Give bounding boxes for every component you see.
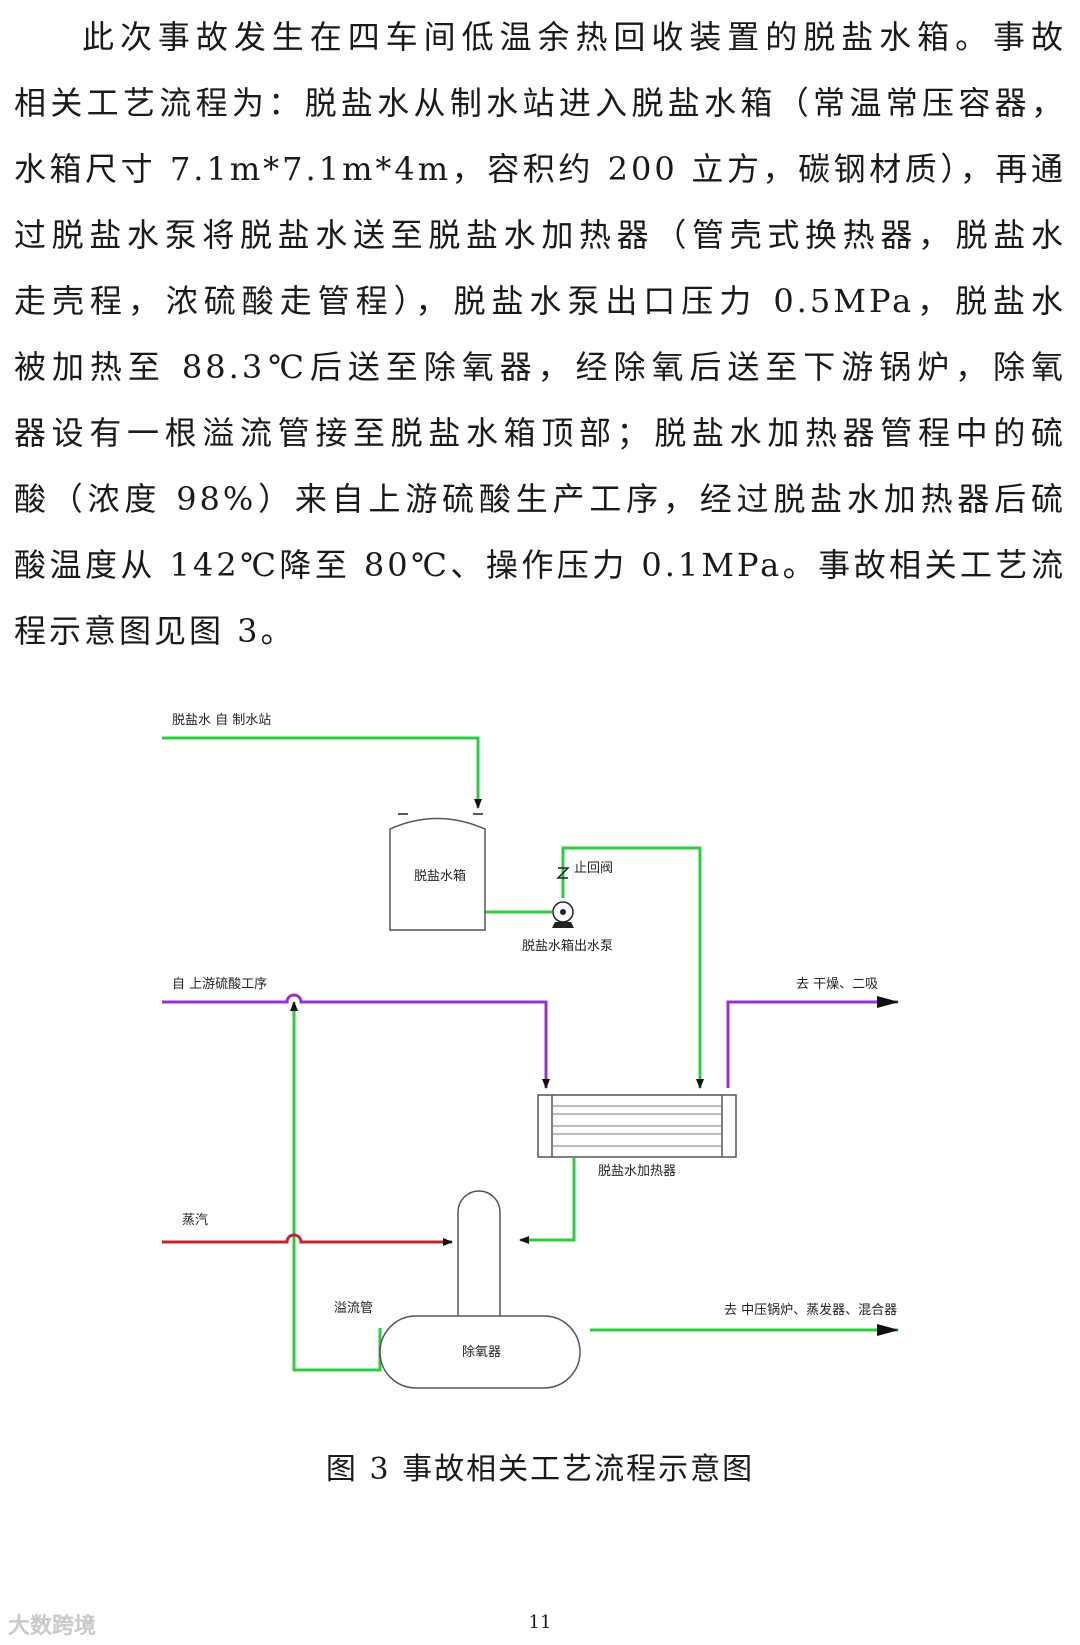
label-overflow: 溢流管 <box>334 1301 373 1316</box>
figure-caption: 图 3 事故相关工艺流程示意图 <box>325 1452 755 1487</box>
paragraph-line: 过脱盐水泵将脱盐水送至脱盐水加热器（管壳式换热器，脱盐水 <box>14 216 1066 254</box>
label-to-drying: 去 干燥、二吸 <box>796 977 878 992</box>
paragraph-line: 此次事故发生在四车间低温余热回收装置的脱盐水箱。事故 <box>82 18 1066 56</box>
page-number: 11 <box>528 1612 552 1633</box>
paragraph-line: 走壳程，浓硫酸走管程），脱盐水泵出口压力 0.5MPa，脱盐水 <box>14 282 1066 320</box>
check-valve-icon <box>556 867 570 879</box>
label-water-tank: 脱盐水箱 <box>414 868 466 884</box>
pump-icon <box>552 901 574 928</box>
pipe-pump-to-heater <box>561 846 704 1089</box>
label-tank-pump: 脱盐水箱出水泵 <box>522 938 613 954</box>
paragraph-line: 相关工艺流程为：脱盐水从制水站进入脱盐水箱（常温常压容器， <box>14 84 1066 122</box>
label-from-acid: 自 上游硫酸工序 <box>172 977 267 992</box>
body-paragraph: 此次事故发生在四车间低温余热回收装置的脱盐水箱。事故 相关工艺流程为：脱盐水从制… <box>14 4 1066 664</box>
label-from-water-station: 脱盐水 自 制水站 <box>172 713 271 728</box>
watermark: 大数跨境 <box>8 1614 97 1639</box>
paragraph-line: 程示意图见图 3。 <box>14 612 296 650</box>
label-check-valve: 止回阀 <box>574 861 613 876</box>
pipe-acid-inlet <box>162 993 550 1089</box>
paragraph-line: 水箱尺寸 7.1m*7.1m*4m，容积约 200 立方，碳钢材质），再通 <box>14 150 1066 188</box>
paragraph-line: 酸（浓度 98%）来自上游硫酸生产工序，经过脱盐水加热器后硫 <box>14 480 1066 518</box>
heat-exchanger <box>537 1094 737 1158</box>
label-deaerator: 除氧器 <box>462 1345 501 1360</box>
pipe-acid-outlet <box>726 996 899 1088</box>
label-steam: 蒸汽 <box>182 1213 208 1228</box>
paragraph-line: 被加热至 88.3℃后送至除氧器，经除氧后送至下游锅炉，除氧 <box>14 348 1066 386</box>
pipe-water-inlet <box>162 736 482 809</box>
label-to-boiler: 去 中压锅炉、蒸发器、混合器 <box>724 1302 897 1318</box>
pipe-heater-to-deaerator <box>519 1158 576 1244</box>
paragraph-line: 酸温度从 142℃降至 80℃、操作压力 0.1MPa。事故相关工艺流 <box>14 546 1066 584</box>
pipe-steam <box>162 1233 453 1246</box>
label-heater: 脱盐水加热器 <box>598 1164 676 1179</box>
paragraph-line: 器设有一根溢流管接至脱盐水箱顶部；脱盐水加热器管程中的硫 <box>14 414 1066 452</box>
water-tank <box>389 817 486 931</box>
deaerator <box>379 1190 581 1389</box>
